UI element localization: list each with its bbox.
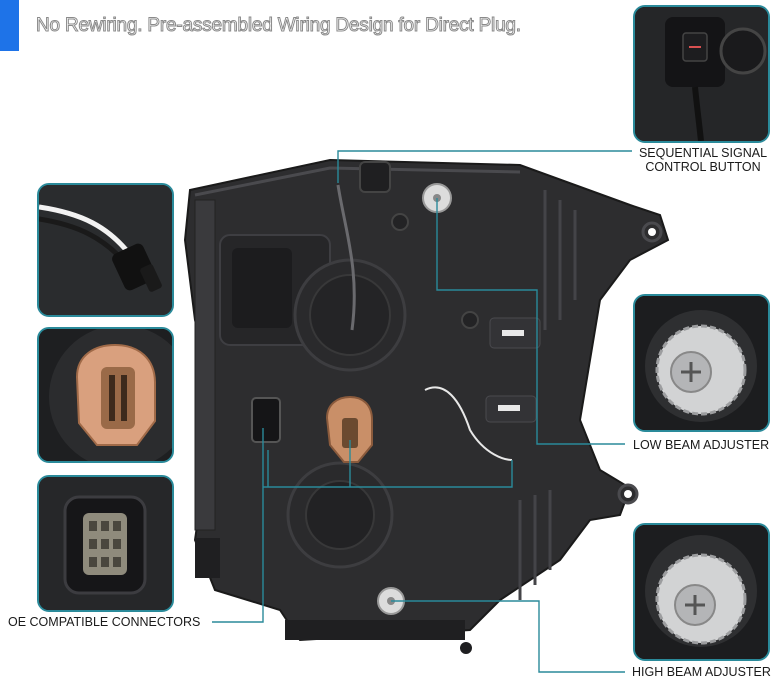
label-low-beam-adjuster: LOW BEAM ADJUSTER (633, 438, 770, 452)
callout-line-low-beam (436, 198, 625, 445)
inset-high-beam-adjuster (633, 523, 770, 661)
banner-title: No Rewiring. Pre-assembled Wiring Design… (36, 15, 522, 37)
label-sequential-line1: SEQUENTIAL SIGNAL (638, 146, 768, 160)
inset-sequential-button (633, 5, 770, 143)
label-oe-connectors: OE COMPATIBLE CONNECTORS (8, 615, 201, 629)
label-sequential-signal: SEQUENTIAL SIGNAL CONTROL BUTTON (633, 146, 773, 174)
label-high-beam-adjuster: HIGH BEAM ADJUSTER (632, 665, 771, 679)
inset-tan-connector (37, 327, 174, 463)
callout-line-high-beam (391, 600, 625, 673)
accent-tab (0, 0, 19, 51)
inset-low-beam-adjuster (633, 294, 770, 432)
inset-grey-connector (37, 475, 174, 612)
inset-bulb-socket (37, 183, 174, 317)
label-sequential-line2: CONTROL BUTTON (645, 160, 761, 174)
callout-line-connectors (212, 428, 264, 623)
callout-line-sequential (337, 150, 632, 183)
